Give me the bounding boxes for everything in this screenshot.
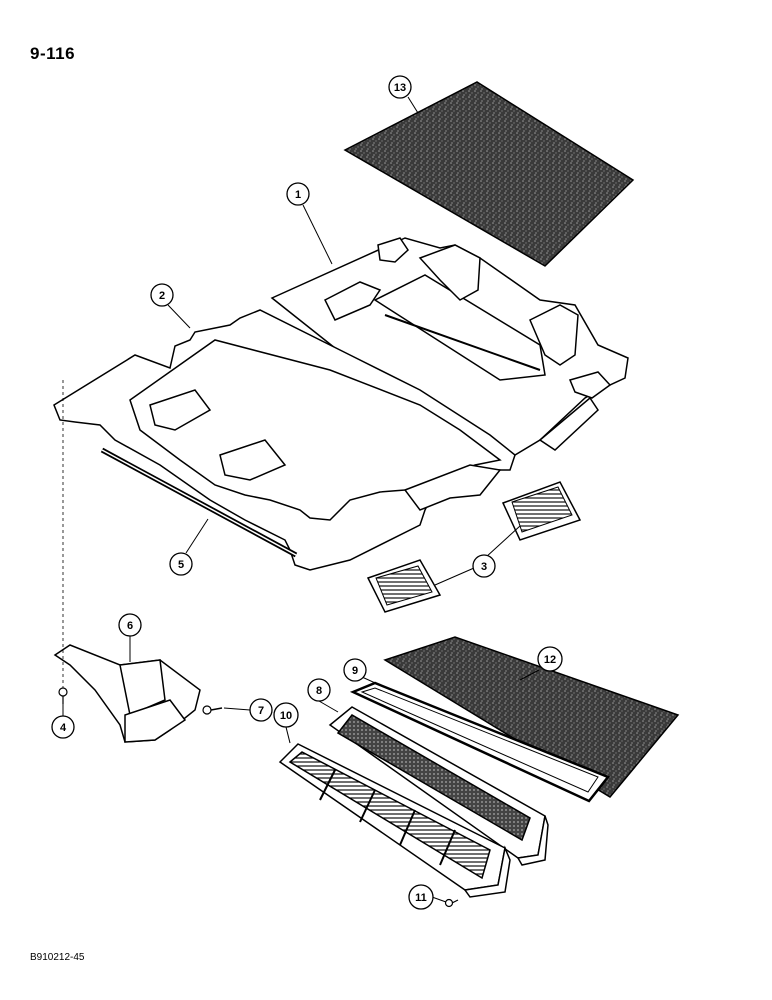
part-13-insulation-mat [343,81,635,267]
svg-text:12: 12 [544,654,556,666]
svg-text:4: 4 [60,722,67,734]
part-8-filter-element [328,706,549,866]
svg-text:8: 8 [316,685,322,697]
svg-text:3: 3 [481,561,487,573]
callout-12: 12 [537,646,563,672]
callout-1: 1 [286,182,310,206]
callout-6: 6 [118,613,142,637]
part-1-rear-floor-plate [270,237,629,456]
leader-lines [62,96,540,903]
callout-2: 2 [150,283,174,307]
part-11-screw [444,898,459,908]
callout-13: 13 [388,75,412,99]
svg-text:1: 1 [295,189,301,201]
callouts: 13 1 2 3 5 6 4 7 [51,75,563,910]
svg-text:6: 6 [127,620,133,632]
callout-11: 11 [408,884,434,910]
callout-8: 8 [307,678,331,702]
svg-text:13: 13 [394,82,406,94]
svg-text:7: 7 [258,705,264,717]
part-5-seal-strip [100,447,298,558]
svg-text:11: 11 [415,892,427,904]
callout-5: 5 [169,552,193,576]
svg-text:2: 2 [159,290,165,302]
svg-text:9: 9 [352,665,358,677]
callout-4: 4 [51,715,75,739]
part-3-vent-grille-lower [366,559,442,613]
svg-text:10: 10 [280,710,292,722]
part-10-louvered-grille [278,743,511,898]
reference-code: B910212-45 [30,952,85,963]
part-3-vent-grille-upper [501,481,582,541]
svg-text:5: 5 [178,559,184,571]
callout-9: 9 [343,658,367,682]
callout-7: 7 [249,698,273,722]
part-9-gasket-frame [349,681,611,803]
page-number: 9-116 [30,44,76,63]
callout-3: 3 [472,554,496,578]
part-2-main-floor-plate [53,309,516,571]
part-6-duct-bracket [53,644,201,743]
callout-10: 10 [273,702,299,728]
part-7-screw [202,705,223,715]
